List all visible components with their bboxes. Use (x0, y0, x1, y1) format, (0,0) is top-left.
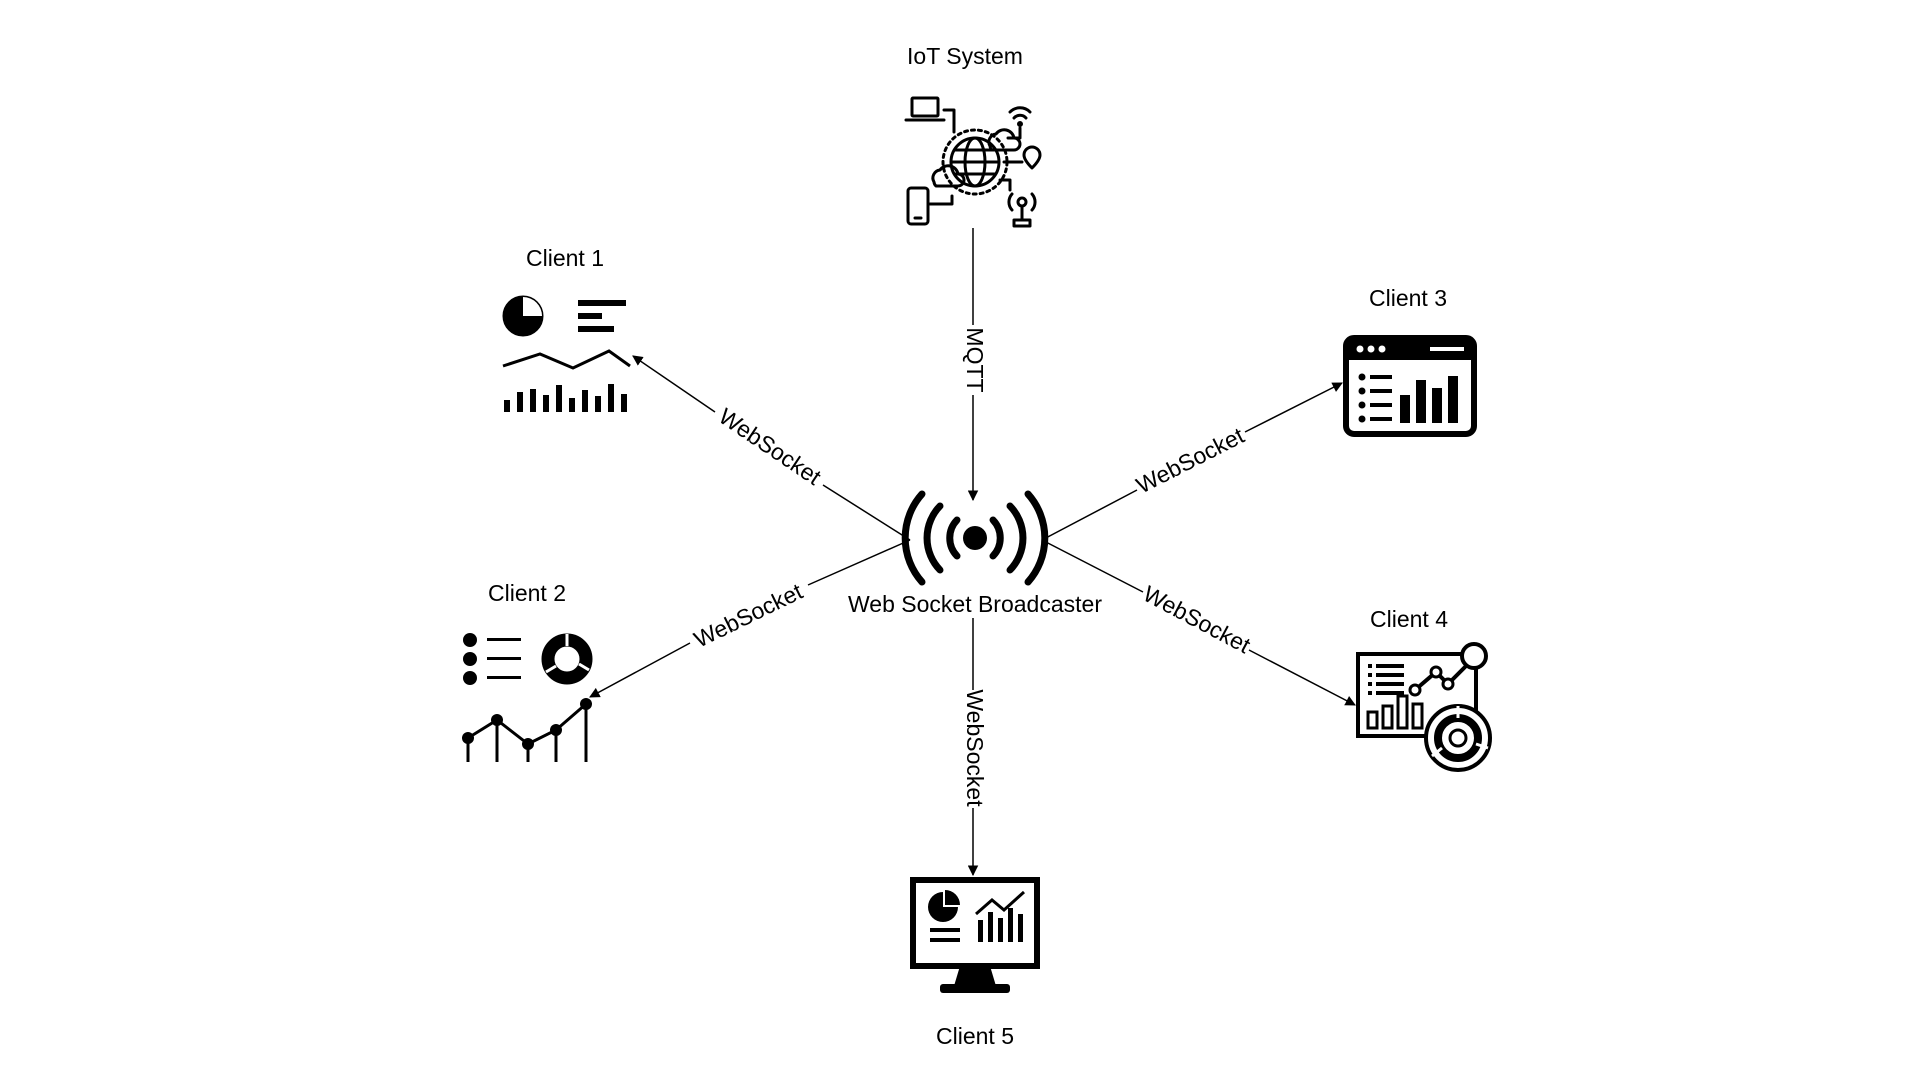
edge-mqtt: MQTT (962, 228, 988, 502)
node-label: Web Socket Broadcaster (848, 591, 1102, 617)
node-client-1: Client 1 (502, 245, 631, 412)
node-client-3: Client 3 (1343, 285, 1477, 437)
node-client-2: Client 2 (462, 580, 593, 762)
edge-client-1: WebSocket (632, 355, 911, 541)
node-client-4: Client 4 (1356, 606, 1492, 772)
edge-line (1041, 489, 1138, 541)
edge-line (822, 484, 911, 541)
edge-label-websocket: WebSocket (714, 403, 826, 490)
broadcast-icon (901, 490, 1049, 586)
node-label: Client 4 (1370, 606, 1448, 632)
edge-line (1041, 539, 1144, 593)
monitor-dashboard-icon (910, 877, 1040, 993)
node-label: Client 3 (1369, 285, 1447, 311)
node-label: IoT System (907, 43, 1023, 69)
edge-client-2: WebSocket (589, 539, 911, 698)
edge-line (807, 539, 911, 586)
browser-dashboard-icon (1343, 335, 1477, 437)
edge-line (1248, 649, 1356, 706)
node-client-5: Client 5 (910, 877, 1040, 1049)
node-label: Client 5 (936, 1023, 1014, 1049)
chart-report-icon (462, 633, 593, 762)
edge-line (632, 355, 716, 413)
analytics-report-icon (1356, 642, 1492, 772)
edge-label-websocket: WebSocket (690, 578, 807, 653)
edge-label-mqtt: MQTT (962, 327, 988, 392)
node-web-socket-broadcaster: Web Socket Broadcaster (848, 490, 1102, 617)
node-label: Client 2 (488, 580, 566, 606)
edge-client-5: WebSocket (962, 618, 988, 877)
edge-label-websocket: WebSocket (962, 689, 988, 807)
node-label: Client 1 (526, 245, 604, 271)
edge-label-websocket: WebSocket (1132, 422, 1249, 499)
node-iot-system: IoT System (904, 43, 1042, 228)
analytics-dashboard-icon (502, 295, 631, 412)
edge-client-3: WebSocket (1041, 382, 1343, 541)
iot-network-icon (904, 96, 1042, 228)
edge-line (589, 642, 691, 698)
edge-line (1244, 382, 1343, 433)
edge-client-4: WebSocket (1041, 539, 1356, 706)
edge-label-websocket: WebSocket (1139, 580, 1255, 658)
